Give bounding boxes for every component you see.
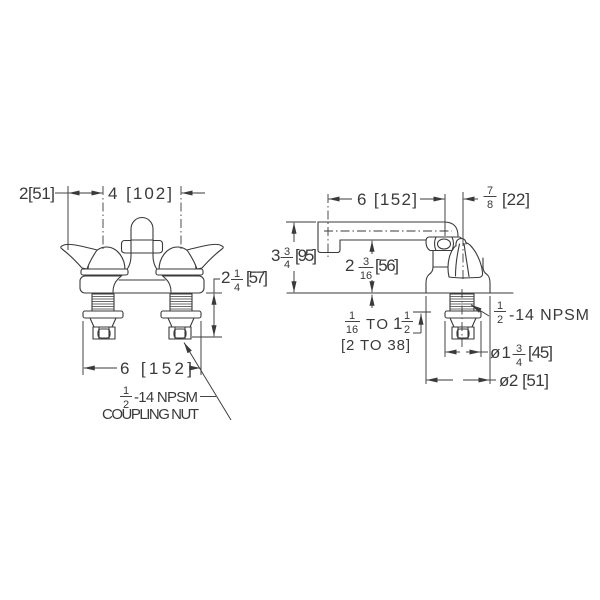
handle-right — [155, 243, 224, 276]
collar-scallop — [433, 236, 437, 252]
side-dim-handle-setback: 7 8 [22] — [463, 185, 530, 211]
thread-frac-num: 1 — [497, 300, 503, 312]
range-int2: 1 — [393, 314, 402, 333]
front-dim-handle-spread: 4 [102] — [108, 184, 205, 203]
side-dim-spout-height: 3 3 4 [95] — [271, 221, 317, 293]
height-mm: [95] — [295, 246, 317, 265]
mound-left-curve — [112, 255, 132, 293]
thread-suffix: -14 NPSM — [509, 307, 589, 324]
front-dim-handle-spread-label: 4 [102] — [108, 184, 172, 203]
clearance-int: 2 — [345, 256, 354, 275]
handle-ridge — [463, 242, 470, 278]
shank-taper — [449, 317, 477, 328]
side-dim-reach-label: 6 [152] — [357, 190, 417, 209]
shank-washer — [444, 310, 482, 319]
handle-left — [60, 243, 129, 276]
side-view: 6 [152] 7 8 [22] 3 3 4 [95] 2 3 — [271, 185, 589, 390]
shank-dia-mm: [45] — [528, 343, 553, 362]
mound-right-curve — [152, 255, 172, 293]
side-dim-base-diameter: ø2 [51] — [425, 296, 549, 390]
base-right — [482, 257, 491, 294]
nut-bore — [97, 328, 111, 339]
range-to: TO — [366, 316, 388, 333]
shank-side — [444, 293, 482, 340]
front-dim-shank-drop: 2 1 4 [57] — [192, 268, 268, 338]
thread-frac-den: 2 — [497, 314, 503, 326]
front-coupling-note: 1 2 -14 NPSM COUPLING NUT — [102, 342, 232, 423]
drop-frac-num: 1 — [234, 268, 240, 280]
spout-cap — [130, 217, 154, 241]
spout-side — [317, 221, 459, 254]
note-suffix: -14 NPSM — [134, 389, 198, 406]
front-dim-overall-label: 6 [152] — [120, 359, 192, 378]
front-dim-handle-offset-label: 2[51] — [19, 184, 55, 203]
spout-base-mound — [112, 255, 172, 293]
leader-arrow — [183, 342, 232, 421]
side-thread-note: 1 2 -14 NPSM — [470, 300, 589, 326]
side-dim-shank-diameter: ø1 3 4 [45] — [444, 321, 553, 369]
drop-mm: [57] — [246, 268, 268, 287]
note-line2: COUPLING NUT — [102, 406, 199, 423]
spout-ear-left — [120, 239, 132, 254]
range-frac2-den: 2 — [404, 324, 410, 336]
spout-outlet-bottom — [317, 239, 341, 254]
handle-plinth — [80, 268, 129, 276]
collar-center-detail — [436, 238, 452, 250]
range-frac2-num: 1 — [404, 310, 410, 322]
clearance-mm: [56] — [375, 256, 399, 275]
shank-left — [82, 293, 124, 340]
height-int: 3 — [271, 246, 280, 265]
mound-fill — [113, 256, 171, 292]
setback-frac-den: 8 — [487, 199, 493, 211]
front-dim-handle-offset: 2[51] — [19, 184, 103, 250]
clearance-frac-den: 16 — [360, 270, 372, 282]
drop-int: 2 — [221, 268, 230, 287]
shank-taper — [89, 317, 117, 328]
shank-dia-frac-num: 3 — [516, 343, 522, 355]
side-dim-deck-range: 1 16 TO 1 1 2 [2 TO 38] — [341, 294, 431, 354]
drop-frac-den: 4 — [234, 282, 240, 294]
spout-front — [120, 217, 164, 257]
clearance-frac-num: 3 — [363, 256, 369, 268]
thread-hatch — [92, 296, 114, 310]
shank-right — [160, 293, 202, 340]
setback-frac-num: 7 — [487, 185, 493, 197]
spout-ear-right — [152, 239, 164, 254]
shank-washer — [82, 310, 124, 319]
side-dim-spout-reach: 6 [152] — [328, 190, 445, 209]
dim-elbow — [213, 278, 220, 293]
base-left — [425, 266, 434, 294]
height-frac-den: 4 — [284, 259, 290, 271]
handle-side — [447, 237, 484, 279]
shank-dia-frac-den: 4 — [516, 357, 522, 369]
range-frac1-num: 1 — [349, 310, 355, 322]
nut-bore — [456, 328, 470, 339]
range-frac1-den: 16 — [346, 324, 358, 336]
range-line2: [2 TO 38] — [341, 337, 410, 354]
note-frac-num: 1 — [123, 385, 129, 397]
spout-arm-top — [317, 221, 459, 237]
shank-dia-prefix: ø1 — [490, 343, 511, 362]
front-view: 2[51] 4 [102] 2 1 4 [57] — [19, 184, 268, 423]
note-frac-den: 2 — [123, 399, 129, 411]
height-frac-num: 3 — [284, 246, 290, 258]
handle-ridge — [454, 243, 461, 277]
side-dim-spout-clearance: 2 3 16 [56] — [345, 240, 399, 293]
handle-tip-nub — [455, 237, 467, 247]
base-dia-label: ø2 [51] — [499, 371, 549, 390]
setback-mm: [22] — [502, 190, 530, 209]
leader-arrow — [470, 304, 490, 317]
